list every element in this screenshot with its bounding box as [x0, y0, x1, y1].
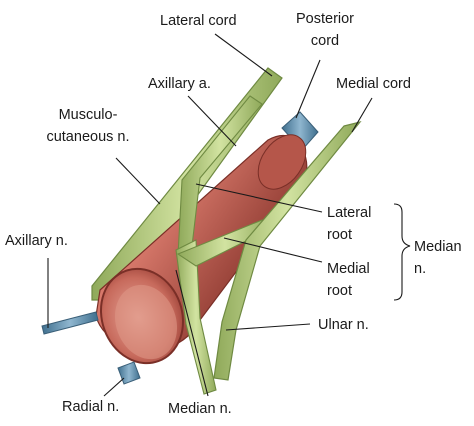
leader-posterior-cord: [295, 59, 321, 119]
label-median-group-line2: n.: [414, 261, 427, 277]
label-radial-n: Radial n.: [62, 399, 120, 415]
label-median-n: Median n.: [168, 401, 232, 417]
median-nerve-shape: [175, 239, 217, 395]
label-median-group: Median n.: [414, 236, 462, 280]
label-posterior-cord: Posterior cord: [285, 8, 365, 52]
leader-musculocutaneous: [115, 157, 161, 205]
label-musculocutaneous-line2: cutaneous n.: [46, 129, 130, 145]
label-axillary-a: Axillary a.: [148, 76, 211, 92]
lumen-inner: [114, 284, 178, 360]
leader-radial-n: [103, 377, 125, 397]
label-axillary-n: Axillary n.: [5, 233, 68, 249]
label-musculocutaneous-line1: Musculo-: [58, 107, 118, 123]
leader-medial-cord: [351, 97, 373, 133]
label-posterior-cord-line2: cord: [310, 33, 340, 49]
label-lateral-root-line2: root: [327, 227, 352, 243]
leader-lateral-cord: [214, 33, 273, 77]
label-lateral-cord: Lateral cord: [160, 13, 237, 29]
label-median-group-line1: Median: [414, 239, 462, 255]
medial-cord-shape: [213, 120, 362, 381]
leader-median-n: [175, 269, 209, 397]
label-posterior-cord-line1: Posterior: [295, 11, 355, 27]
axillary-nerve-shape: [41, 311, 99, 335]
leader-ulnar-n: [225, 323, 311, 331]
label-musculocutaneous: Musculo- cutaneous n.: [38, 104, 138, 148]
leader-lines: [47, 33, 411, 397]
artery-top-cap: [257, 134, 307, 190]
leader-medial-root: [223, 237, 323, 263]
label-lateral-root-line1: Lateral: [327, 205, 372, 221]
label-ulnar-n: Ulnar n.: [318, 317, 369, 333]
leader-lateral-root: [195, 183, 323, 213]
label-medial-root-line1: Medial: [327, 261, 370, 277]
label-medial-root-line2: root: [327, 283, 352, 299]
label-medial-root: Medial root: [327, 258, 370, 302]
leader-axillary-a: [187, 95, 237, 147]
median-bracket: [393, 203, 411, 301]
label-lateral-root: Lateral root: [327, 202, 371, 246]
label-medial-cord: Medial cord: [336, 76, 411, 92]
